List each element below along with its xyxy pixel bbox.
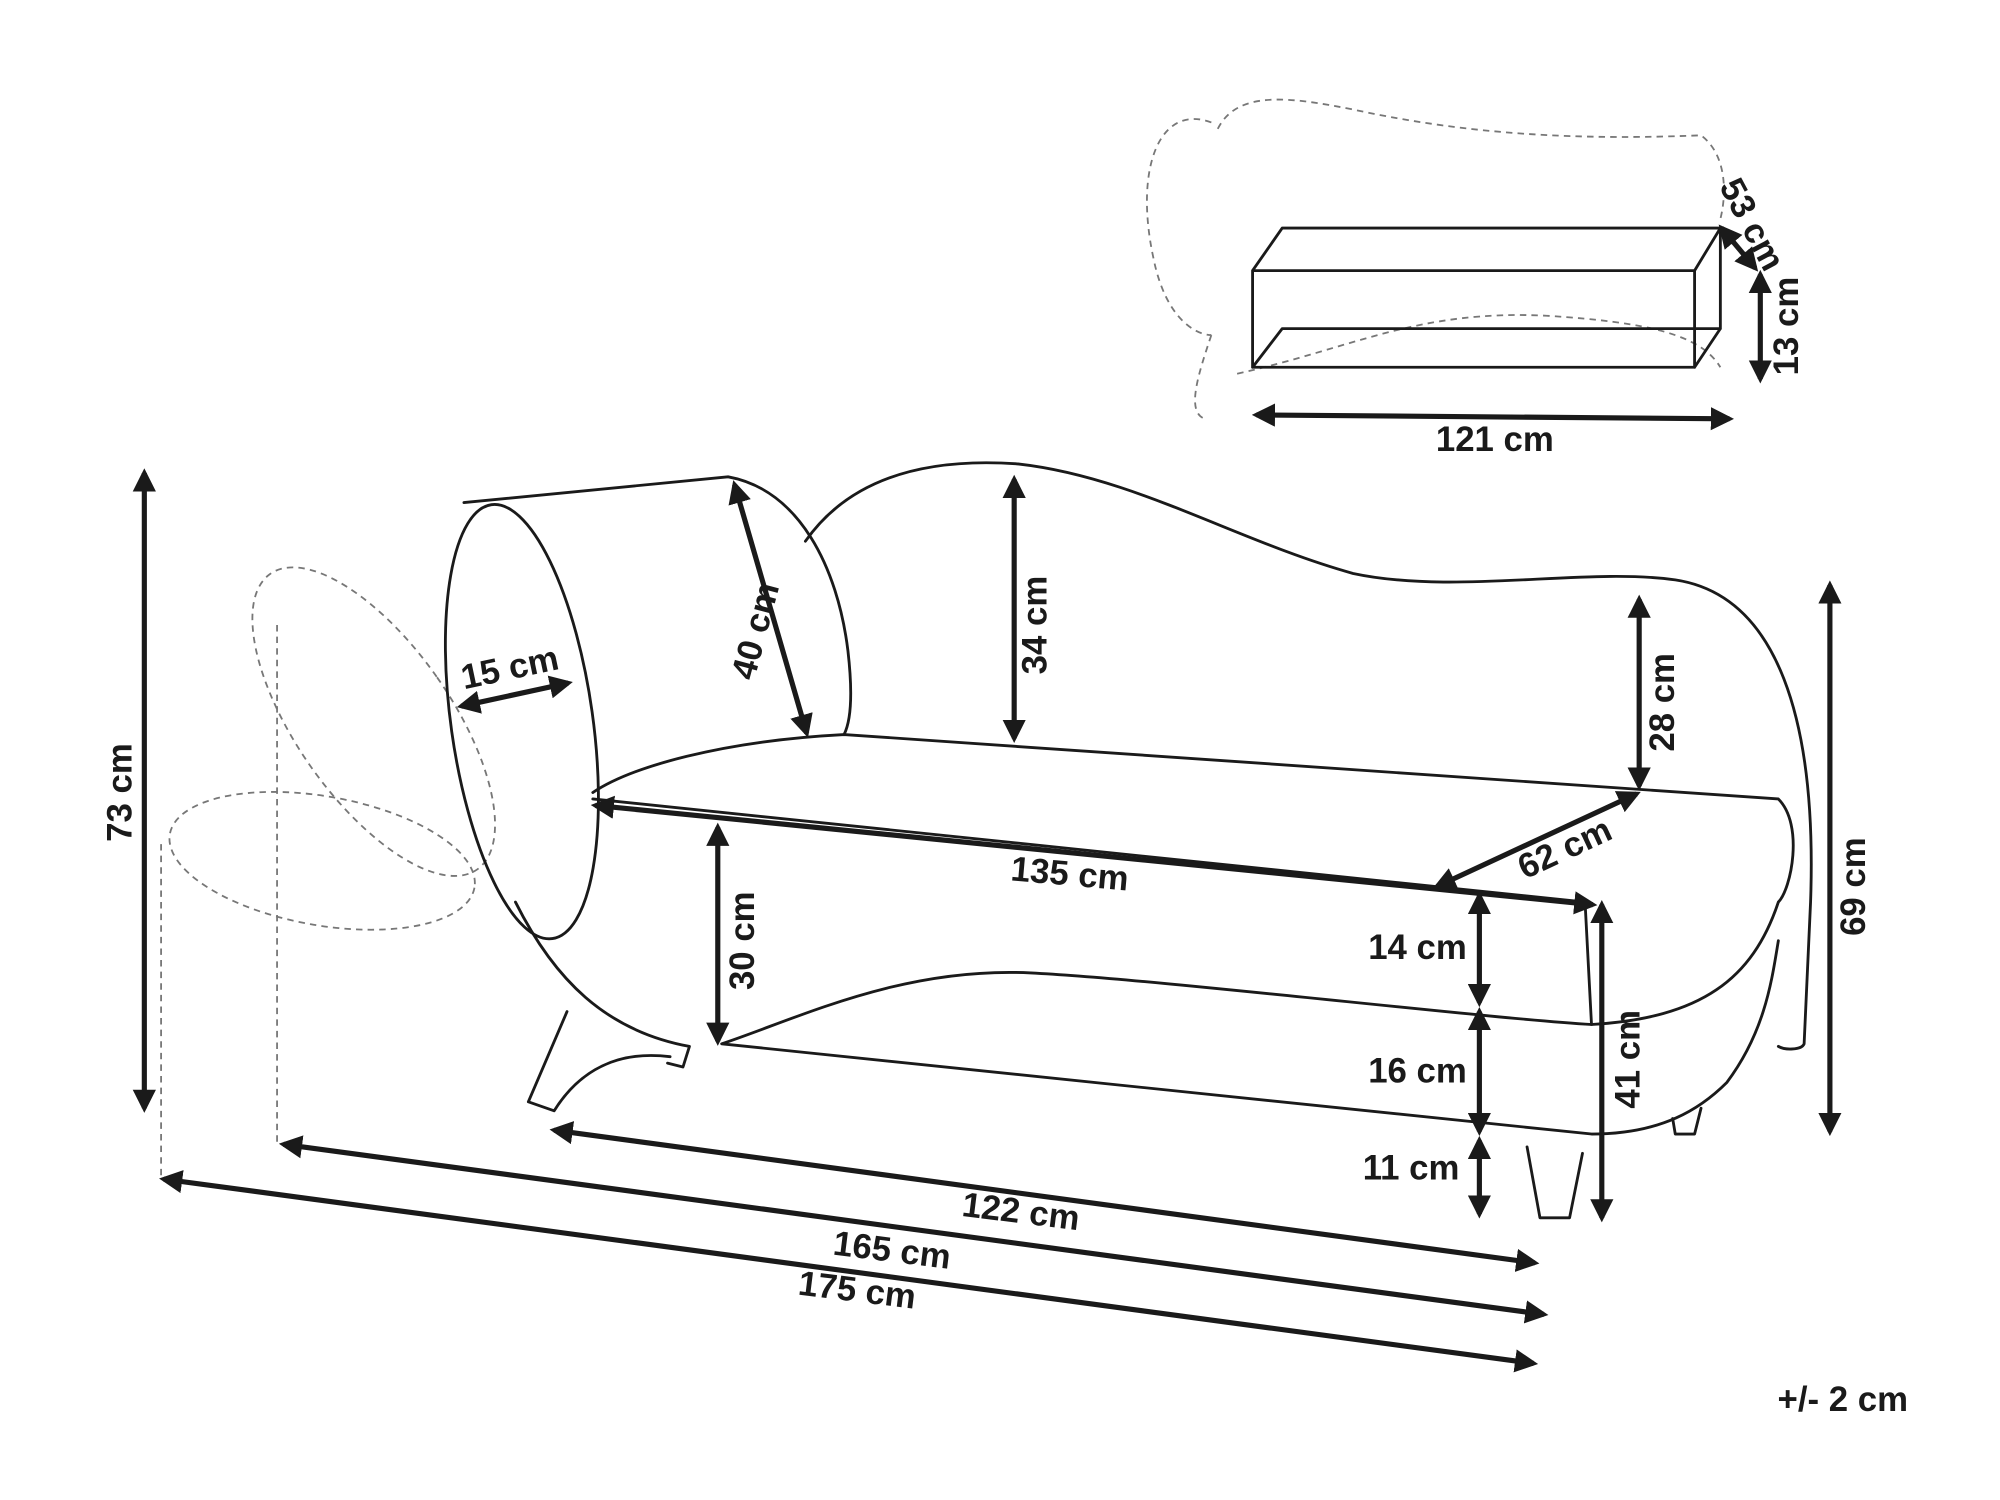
tolerance-note: +/- 2 cm bbox=[1778, 1381, 1909, 1419]
label-11: 11 cm bbox=[1363, 1149, 1460, 1187]
dimension-arrow-175 bbox=[159, 1170, 1539, 1373]
label-73: 73 cm bbox=[102, 743, 140, 842]
inset-storage-diagram: 121 cm 53 cm 13 cm bbox=[1146, 98, 1806, 459]
label-175: 175 cm bbox=[796, 1265, 918, 1317]
label-53: 53 cm bbox=[1712, 172, 1792, 277]
label-16: 16 cm bbox=[1368, 1053, 1467, 1091]
sofa-outline bbox=[443, 461, 1813, 1220]
label-14: 14 cm bbox=[1368, 929, 1467, 967]
pillow bbox=[443, 503, 600, 941]
dimension-arrow-15 bbox=[456, 675, 573, 714]
dimension-arrow-135 bbox=[590, 795, 1598, 915]
label-122: 122 cm bbox=[960, 1186, 1082, 1238]
dimension-arrow-62 bbox=[1432, 791, 1641, 890]
pillow-alternate-positions bbox=[160, 566, 496, 1180]
label-41: 41 cm bbox=[1609, 1010, 1647, 1109]
dimension-lines: 73 cm 15 cm 40 cm 34 cm 28 cm 69 cm 135 … bbox=[102, 468, 1873, 1373]
label-69: 69 cm bbox=[1835, 837, 1873, 936]
dimension-arrow-121 bbox=[1251, 403, 1735, 431]
label-121: 121 cm bbox=[1436, 421, 1554, 459]
label-13: 13 cm bbox=[1768, 277, 1806, 376]
dimension-arrow-40 bbox=[728, 480, 813, 738]
label-62: 62 cm bbox=[1512, 811, 1617, 887]
storage-box-outline bbox=[1251, 226, 1722, 369]
label-28: 28 cm bbox=[1644, 653, 1682, 752]
label-34: 34 cm bbox=[1017, 576, 1055, 675]
dimension-arrow-53 bbox=[1718, 224, 1759, 272]
label-30: 30 cm bbox=[724, 891, 762, 990]
